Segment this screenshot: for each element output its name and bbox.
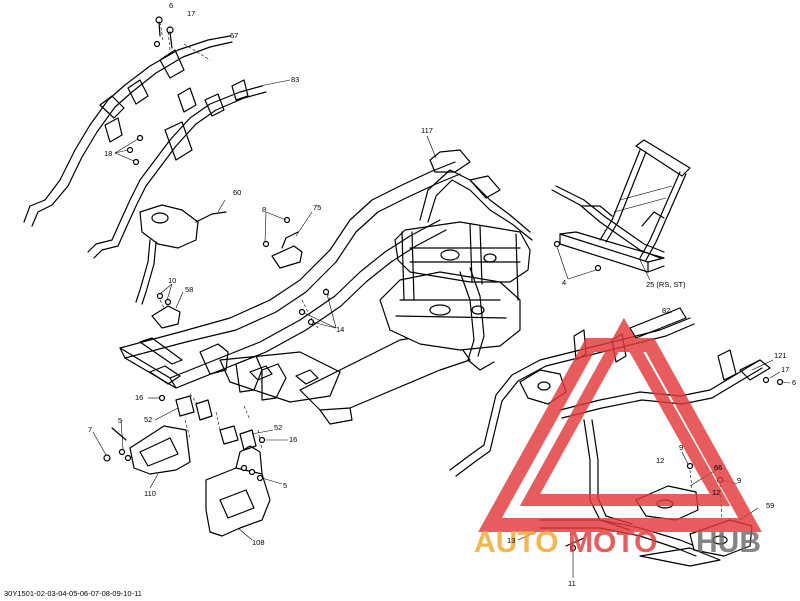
rack-25 (551, 139, 691, 281)
callout-label: 66 (714, 463, 722, 472)
callout-label: 12 (712, 488, 720, 497)
callout-label: 75 (313, 203, 321, 212)
callout-label: 60 (233, 188, 241, 197)
bracket-60 (135, 199, 227, 305)
callout-label: 10 (168, 276, 176, 285)
callout-label: 6 (169, 1, 173, 10)
fasteners-top-left (153, 16, 174, 49)
fasteners-18 (114, 134, 144, 166)
spacers-52-16 (148, 394, 288, 451)
callout-label: 16 (135, 393, 143, 402)
callout-label: 13 (507, 536, 515, 545)
callout-label: 110 (144, 489, 156, 498)
callout-label: 9 (679, 443, 683, 452)
callout-label: 12 (656, 456, 664, 465)
callout-label: 121 (774, 351, 787, 360)
callout-label: 9 (737, 476, 741, 485)
plate-75 (262, 211, 313, 269)
callout-label: 14 (336, 325, 344, 334)
callout-label: 16 (289, 435, 297, 444)
callout-label: 117 (421, 126, 433, 135)
callout-label: 82 (662, 306, 670, 315)
watermark-brand-part1: AUTO (474, 526, 558, 559)
callout-label: 52 (144, 415, 152, 424)
watermark-brand-part3: HUB (696, 526, 761, 559)
callout-label: 59 (766, 501, 774, 510)
diagram-reference-code: 30Y1501-02-03-04-05-06-07-08-09-10-11 (4, 589, 142, 598)
upper-rail-83 (87, 79, 291, 259)
callout-label: 67 (230, 31, 238, 40)
callouts: 6 17 67 83 18 60 8 75 117 10 58 14 4 25 … (88, 1, 796, 588)
watermark-logo: AUTO MOTO HUB (474, 317, 762, 559)
mount-108 (205, 445, 283, 541)
callout-label: 108 (252, 538, 265, 547)
mount-110 (92, 419, 191, 489)
main-chassis-117 (119, 135, 533, 451)
callout-label: 17 (781, 365, 789, 374)
callout-label: 8 (262, 205, 266, 214)
callout-label: 25 (RS, ST) (646, 280, 686, 289)
watermark-brand-part2: MOTO (568, 526, 657, 559)
callout-label: 5 (283, 481, 287, 490)
callout-label: 83 (291, 75, 299, 84)
upper-rail-67 (23, 21, 233, 227)
callout-label: 17 (187, 9, 195, 18)
callout-label: 58 (185, 285, 193, 294)
callout-label: 52 (274, 423, 282, 432)
fasteners-14 (298, 288, 337, 329)
callout-label: 4 (562, 278, 566, 287)
callout-label: 7 (88, 425, 92, 434)
callout-label: 11 (568, 579, 576, 588)
callout-label: 18 (104, 149, 112, 158)
callout-label: 6 (792, 378, 796, 387)
bracket-58 (151, 283, 184, 329)
callout-label: 5 (118, 416, 122, 425)
